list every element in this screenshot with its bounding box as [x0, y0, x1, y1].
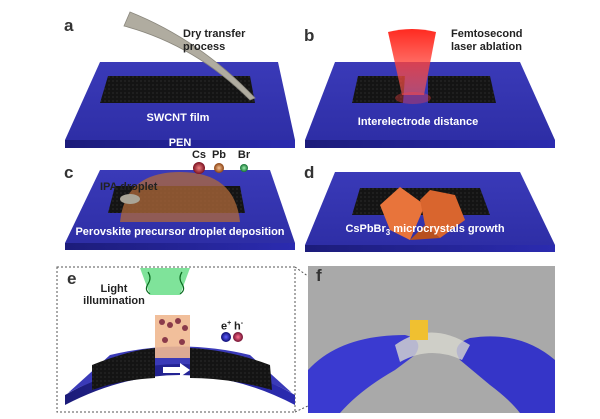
zoom-box — [56, 266, 296, 413]
panel-a-substrate — [65, 11, 295, 148]
pb-atom-icon — [214, 163, 224, 173]
panel-label-f: f — [316, 266, 322, 285]
deposition-caption: Perovskite precursor droplet deposition — [75, 226, 285, 238]
electron-sup: + — [227, 320, 232, 327]
swcnt-film-label: SWCNT film — [146, 112, 210, 124]
pb-label: Pb — [211, 149, 227, 161]
caption-prefix: CsPbBr — [345, 223, 386, 235]
panel-d-substrate — [305, 172, 555, 252]
cs-label: Cs — [191, 149, 207, 161]
panel-e-device — [65, 268, 295, 405]
dry-transfer-label-2: process — [183, 41, 226, 53]
microcrystal — [420, 190, 465, 238]
panel-label-d: d — [304, 163, 315, 182]
electron-icon — [221, 332, 231, 342]
panel-label-c: c — [64, 163, 74, 182]
device-crystal — [410, 320, 428, 340]
glove-right — [456, 336, 555, 413]
femtosecond-label-2: laser ablation — [451, 41, 522, 53]
hole-sup: - — [240, 320, 244, 327]
panel-f-photo — [308, 266, 555, 413]
field-arrow-icon — [163, 363, 190, 377]
applied-field-label: Applied field — [147, 380, 213, 392]
interelectrode-label: Interelectrode distance — [357, 116, 479, 128]
glove-left — [308, 335, 419, 413]
growth-caption: CsPbBr3 microcrystals growth — [345, 223, 504, 239]
dry-transfer-label-1: Dry transfer — [183, 28, 246, 40]
light-label-1: Light — [100, 283, 128, 295]
hole-icon — [233, 332, 243, 342]
pen-label: PEN — [168, 137, 192, 149]
laser-beam — [388, 29, 436, 95]
femtosecond-label-1: Femtosecond — [451, 28, 523, 40]
electron-letter: e — [221, 320, 228, 333]
br-label: Br — [237, 149, 251, 161]
hole-letter: h — [234, 320, 241, 333]
caption-subscript: 3 — [385, 228, 391, 238]
ipa-droplet-label: IPA droplet — [100, 181, 158, 193]
microcrystal — [380, 187, 425, 240]
transfer-film-strip — [123, 11, 256, 101]
hole-label: h- — [234, 318, 243, 333]
panel-label-e: e — [67, 269, 77, 288]
electron-label: e+ — [221, 318, 231, 333]
light-label-2: illumination — [83, 295, 145, 307]
precursor-droplet — [120, 172, 240, 222]
panel-label-a: a — [64, 16, 74, 35]
light-source — [140, 268, 190, 295]
ipa-droplet — [120, 194, 140, 204]
panel-c-substrate — [65, 162, 295, 250]
caption-suffix: microcrystals growth — [390, 223, 505, 235]
cs-atom-icon — [193, 162, 205, 174]
br-atom-icon — [240, 164, 248, 172]
swcnt-film — [100, 76, 255, 103]
panel-label-b: b — [304, 26, 315, 45]
panel-b-substrate — [305, 29, 555, 148]
